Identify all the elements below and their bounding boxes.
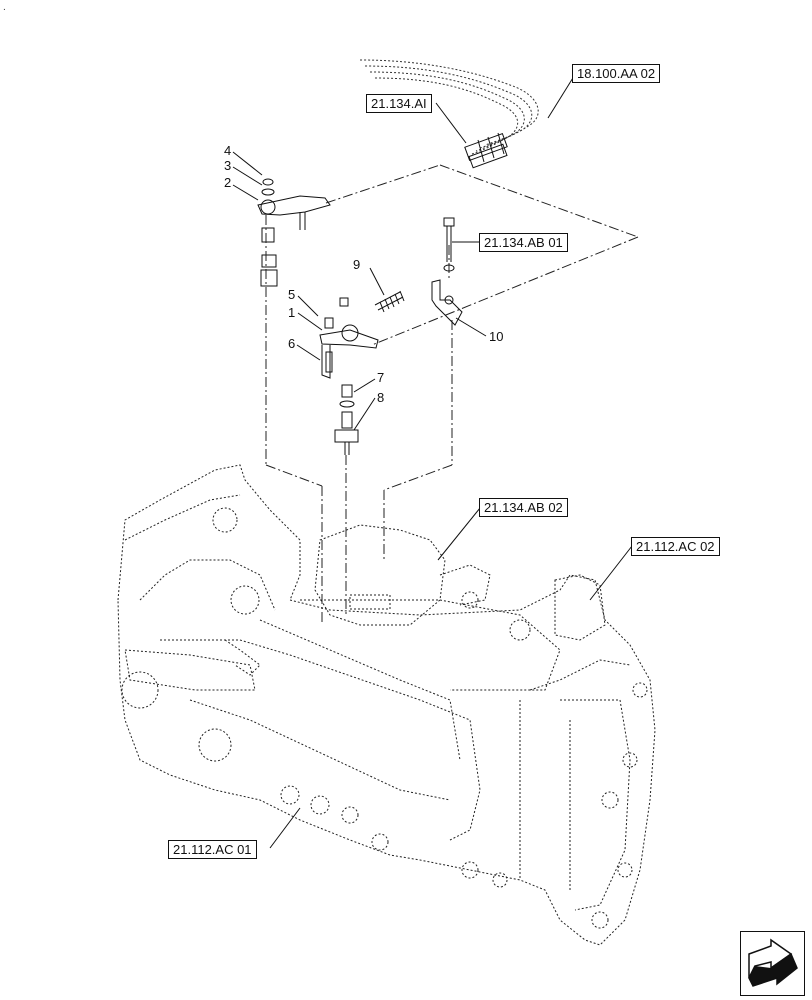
selector-lever (319, 297, 379, 379)
next-page-button[interactable] (740, 931, 805, 996)
ref-21-112-ac-02[interactable]: 21.112.AC 02 (631, 537, 720, 556)
transmission-housing (117, 464, 656, 946)
shaft-parts (334, 384, 359, 455)
callout-5: 5 (288, 287, 296, 302)
callout-10: 10 (489, 329, 504, 344)
callout-8: 8 (377, 390, 385, 405)
valve-block (314, 524, 606, 641)
lever-10 (431, 279, 463, 326)
callout-7: 7 (377, 370, 385, 385)
side-levers (124, 639, 261, 691)
assembly-leader-lines (265, 164, 639, 625)
next-page-arrow-icon (748, 938, 798, 987)
reference-leaders (269, 72, 633, 849)
callout-1: 1 (288, 305, 296, 320)
ref-21-134-ab-02[interactable]: 21.134.AB 02 (479, 498, 568, 517)
spring-9 (374, 290, 405, 313)
ref-21-112-ac-01[interactable]: 21.112.AC 01 (168, 840, 257, 859)
bolt (443, 217, 455, 272)
ref-21-134-ab-01[interactable]: 21.134.AB 01 (479, 233, 568, 252)
upper-lever-assembly (257, 178, 331, 287)
callout-2: 2 (224, 175, 232, 190)
callout-leaders (232, 151, 487, 431)
hose-bundle (359, 59, 539, 155)
ref-21-134-ai[interactable]: 21.134.AI (366, 94, 432, 113)
callout-6: 6 (288, 336, 296, 351)
hose-connector (464, 132, 508, 169)
callout-9: 9 (353, 257, 361, 272)
ref-18-100-aa-02[interactable]: 18.100.AA 02 (572, 64, 661, 83)
callout-3: 3 (224, 158, 232, 173)
callout-4: 4 (224, 143, 232, 158)
corner-mark: . (3, 2, 6, 13)
